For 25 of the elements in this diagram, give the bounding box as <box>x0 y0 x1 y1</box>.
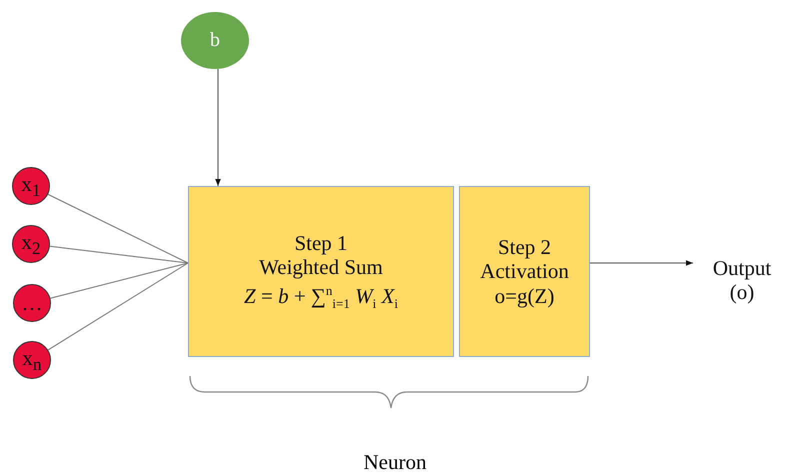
arrow <box>590 260 694 266</box>
formula-text: Z = b + ∑$^{n}$$_{i=1}$ W$_{i}$ X$_{i}$ <box>244 284 398 312</box>
node-label: x$_{2}$ <box>21 230 41 258</box>
formula-text: o=g(Z) <box>494 284 554 308</box>
input-circle <box>13 284 51 322</box>
input-circle <box>13 341 51 379</box>
group-label: Neuron <box>362 450 428 474</box>
connector-line <box>49 246 188 264</box>
connector-line <box>48 262 188 350</box>
process-box <box>459 186 590 357</box>
arrow <box>215 68 221 186</box>
step-title: Step 2 <box>498 235 552 260</box>
node-label: x$_{n}$ <box>22 346 42 374</box>
node-label: x$_{1}$ <box>21 172 41 200</box>
step-name: Activation <box>480 259 569 284</box>
connector-line <box>50 262 188 299</box>
step-name: Weighted Sum <box>259 255 383 280</box>
process-box <box>188 186 454 357</box>
step-title: Step 1 <box>294 231 348 256</box>
node-label: b <box>210 29 220 52</box>
node-label: … <box>22 290 42 316</box>
input-circle <box>12 167 50 205</box>
input-circle <box>12 225 50 263</box>
connector-line <box>48 194 188 264</box>
node-label: Output (o) <box>712 256 772 304</box>
